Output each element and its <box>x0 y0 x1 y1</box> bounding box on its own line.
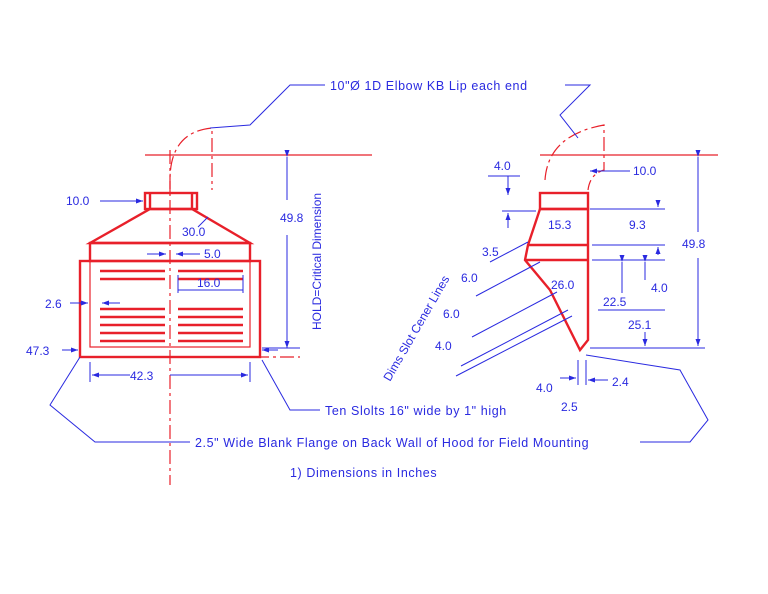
slot-lines-left <box>100 269 165 343</box>
front-dim-overall: 47.3 <box>26 344 50 358</box>
front-dim-gap: 5.0 <box>204 247 221 261</box>
front-dim-slotwidth: 16.0 <box>197 276 221 290</box>
side-dim-slot2: 6.0 <box>443 307 460 321</box>
front-dim-inner: 42.3 <box>130 369 154 383</box>
side-dim-slope: 26.0 <box>551 278 575 292</box>
front-dim-flange: 2.6 <box>45 297 62 311</box>
side-dim-collar-h: 4.0 <box>494 159 511 173</box>
elbow-callout: 10"Ø 1D Elbow KB Lip each end <box>330 79 528 93</box>
side-dim-step: 3.5 <box>482 245 499 259</box>
dims-slot-note: Dims Slot Cener Lines <box>380 273 452 383</box>
slot-lines-right <box>178 269 243 343</box>
side-dim-slot3: 4.0 <box>435 339 452 353</box>
side-dim-height: 49.8 <box>682 237 706 251</box>
front-view: 10.0 30.0 5.0 16.0 2.6 47.3 42.3 49.8 HO… <box>26 127 372 485</box>
side-dim-collar-dia: 10.0 <box>633 164 657 178</box>
side-dim-topw: 15.3 <box>548 218 572 232</box>
side-dim-bottom25: 2.5 <box>561 400 578 414</box>
front-dim-height: 49.8 <box>280 211 304 225</box>
slot-center-lines <box>455 241 573 377</box>
side-view: 4.0 10.0 15.3 9.3 49.8 22.5 4.0 25.1 26.… <box>380 124 718 414</box>
side-dim-topoffset: 9.3 <box>629 218 646 232</box>
front-dim-angle: 30.0 <box>182 225 206 239</box>
side-dim-bottom4: 4.0 <box>536 381 553 395</box>
front-dim-collar: 10.0 <box>66 194 90 208</box>
side-dim-4: 4.0 <box>651 281 668 295</box>
side-dim-bottom24: 2.4 <box>612 375 629 389</box>
flange-callout: 2.5" Wide Blank Flange on Back Wall of H… <box>195 436 589 450</box>
hold-note: HOLD=Critical Dimension <box>310 193 324 330</box>
callout-leaders <box>49 84 709 443</box>
side-dim-25: 25.1 <box>628 318 652 332</box>
side-dim-slot1: 6.0 <box>461 271 478 285</box>
note-1: 1) Dimensions in Inches <box>290 466 437 480</box>
slots-callout: Ten Slolts 16" wide by 1" high <box>325 404 507 418</box>
side-dim-22: 22.5 <box>603 295 627 309</box>
